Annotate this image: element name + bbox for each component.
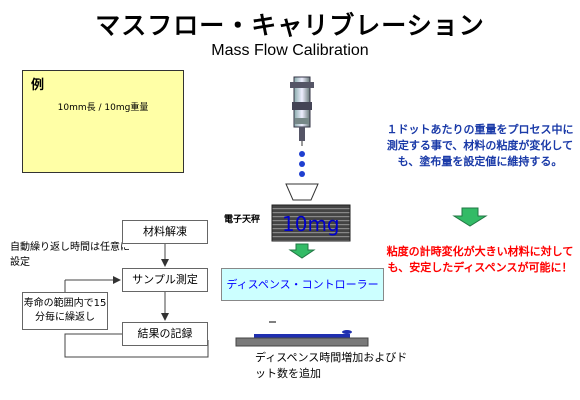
dispense-controller-box: ディスペンス・コントローラー [221,268,384,301]
flow-step-thaw: 材料解凍 [122,220,208,244]
flow-step-record: 結果の記録 [122,322,208,346]
syringe-icon [290,76,314,146]
benefit-text: 粘度の計時変化が大きい材料に対しても、安定したディスペンスが可能に！ [386,245,574,274]
dispensed-substrate [235,330,369,347]
flowchart-connectors [64,244,209,358]
arrow-down-icon [288,243,316,259]
dispensed-dots [299,151,305,177]
example-heading: 例 [31,78,45,93]
example-caption: 10mm長 / 10mg重量 [57,103,149,113]
scale-reading: 10mg [282,212,340,236]
scale-label: 電子天秤 [224,215,261,225]
flow-step-sample: サンプル測定 [122,268,208,292]
balance-icon [271,204,351,242]
arrow-down-icon [452,207,488,227]
page-title: マスフロー・キャリブレーション [95,11,485,40]
description-text: １ドットあたりの重量をプロセス中に測定する事で、材料の粘度が変化しても、塗布量を… [386,123,574,168]
flow-loop-box: 寿命の範囲内で15分毎に繰返し [22,292,108,330]
page-subtitle: Mass Flow Calibration [211,42,369,59]
example-panel: 例 10mm長 / 10mg重量 [22,70,184,173]
dispense-caption: ディスペンス時間増加およびドット数を追加 [255,351,408,380]
weighing-cup-icon [285,183,319,201]
flow-caption: 自動繰り返し時間は任意に設定 [10,242,130,268]
